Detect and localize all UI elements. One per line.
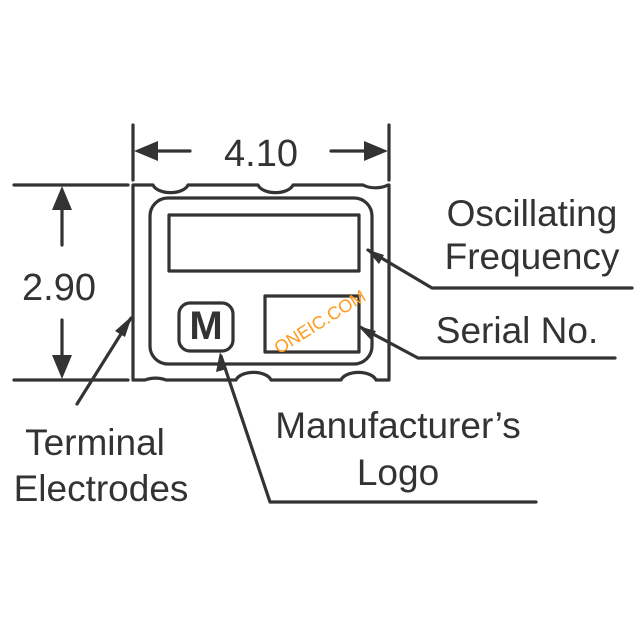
manufacturer-logo-icon: M: [189, 304, 222, 348]
manufacturer-logo-box: [177, 301, 235, 353]
leader-arrow-serial-no: [358, 326, 376, 340]
label-electrodes: Electrodes: [14, 468, 189, 509]
leader-manufacturers-logo: [219, 354, 538, 504]
leader-serial-no: [358, 325, 617, 360]
label-manufacturers: Manufacturer’s: [275, 405, 520, 446]
label-terminal: Terminal: [25, 422, 165, 463]
height-dimension-value: 2.90: [22, 267, 96, 309]
width-arrow-left: [134, 141, 158, 161]
leader-arrow-manufacturers-logo: [216, 352, 227, 372]
height-arrow-bottom: [52, 355, 72, 379]
leader-arrow-oscillating-frequency: [366, 249, 384, 264]
serial-field: [263, 294, 361, 354]
label-serial-no: Serial No.: [436, 310, 598, 351]
width-arrow-right: [364, 141, 388, 161]
leader-oscillating-frequency: [366, 248, 634, 290]
height-arrow-top: [52, 186, 72, 210]
label-logo: Logo: [357, 452, 439, 493]
package-lid: [148, 196, 374, 366]
label-frequency: Frequency: [445, 236, 620, 277]
label-oscillating: Oscillating: [447, 193, 618, 234]
leader-arrow-terminal-electrodes: [115, 316, 132, 337]
package-outline: [131, 183, 391, 382]
width-dimension-value: 4.10: [224, 133, 298, 175]
frequency-field: [167, 213, 361, 273]
